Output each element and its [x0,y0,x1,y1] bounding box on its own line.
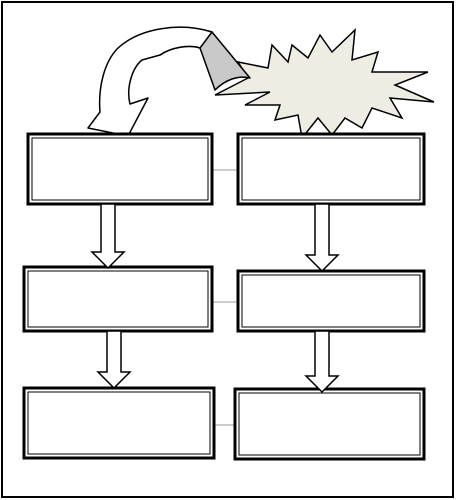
box-inner-border [27,391,211,455]
box-right-2 [236,269,426,333]
box-inner-border [31,137,209,201]
box-inner-border [238,392,421,456]
box-outer-border [236,132,426,206]
box-right-3 [233,387,426,461]
box-outer-border [22,386,216,460]
box-outer-border [233,387,426,461]
box-inner-border [241,274,421,328]
box-outer-border [26,132,214,206]
down-arrow-box-right-2-to-box-right-3 [304,330,340,394]
box-inner-border [27,270,209,328]
box-outer-border [22,265,214,333]
box-left-3 [22,386,216,460]
box-inner-border [241,137,421,201]
down-arrow-box-left-1-to-box-left-2 [90,203,126,270]
box-right-1 [236,132,426,206]
down-arrow-box-right-1-to-box-right-2 [304,203,340,273]
box-outer-border [236,269,426,333]
box-group [22,132,426,461]
down-arrow-group [90,203,340,394]
down-arrow-box-left-2-to-box-left-3 [96,330,132,390]
box-left-1 [26,132,214,206]
box-left-2 [22,265,214,333]
curved-arrow-front [87,26,213,137]
burst-shape [214,28,435,140]
